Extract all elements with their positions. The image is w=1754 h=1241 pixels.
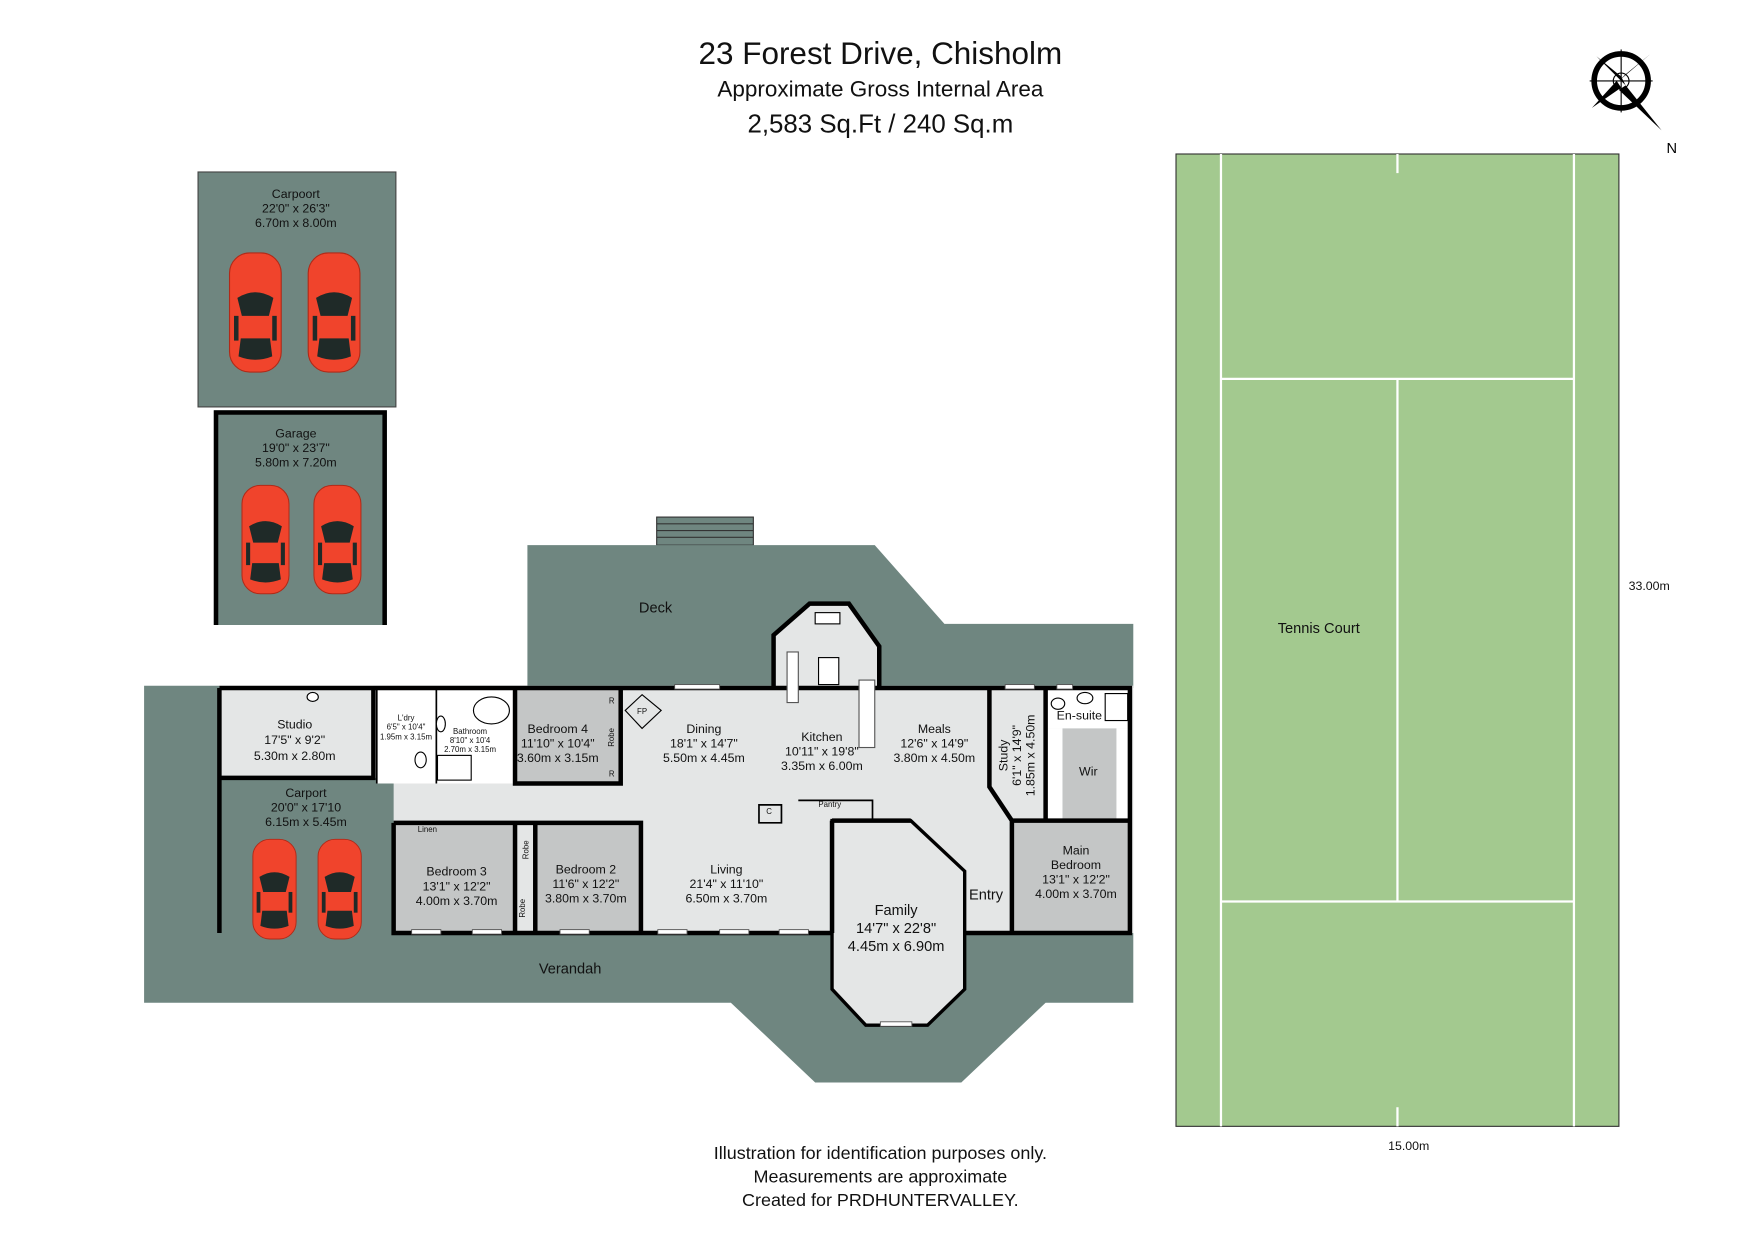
page-title: 23 Forest Drive, Chisholm [698,36,1062,71]
bedroom-2-imperial: 11'6" x 12'2" [552,877,619,891]
robe-r-label-top: R [609,697,615,706]
entry-label: Entry [969,887,1004,903]
bedroom-3-robe-label: Robe [518,898,527,917]
family-metric: 4.45m x 6.90m [848,939,945,955]
main-bedroom-name: Main [1063,843,1090,857]
tennis-court-width: 15.00m [1388,1139,1429,1153]
dining-imperial: 18'1" x 14'7" [670,737,738,751]
bathroom-metric: 2.70m x 3.15m [444,745,496,754]
footer-credit: Created for PRDHUNTERVALLEY. [742,1190,1019,1210]
pantry-label: Pantry [818,800,841,809]
main-bedroom-imperial: 13'1" x 12'2" [1042,873,1110,887]
cupboard-label: C [766,807,772,816]
footer-measurements: Measurements are approximate [754,1167,1008,1187]
meals-imperial: 12'6" x 14'9" [900,737,968,751]
wir-label: Wir [1079,765,1098,779]
tennis-court-lines [1219,154,1576,1127]
studio-name: Studio [277,717,312,731]
car-icon [317,838,362,940]
robe-r-label-bottom: R [609,770,615,779]
windows [411,684,1074,1027]
bedroom-4 [517,687,621,784]
car-icon [241,484,290,595]
carport-top-imperial: 22'0" x 26'3" [262,201,330,215]
ensuite-label: En-suite [1057,708,1102,722]
bedroom-3-name: Bedroom 3 [426,865,487,879]
bedroom-3-imperial: 13'1" x 12'2" [423,879,491,893]
bedroom-4-robe-label: Robe [607,727,616,746]
bedroom-2-name: Bedroom 2 [556,862,617,876]
bedroom-3-metric: 4.00m x 3.70m [416,894,498,908]
kitchen-metric: 3.35m x 6.00m [781,759,863,773]
garage-imperial: 19'0" x 23'7" [262,441,330,455]
laundry-imperial: 6'5" x 10'4" [387,723,426,732]
carport-top-metric: 6.70m x 8.00m [255,216,337,230]
carport [219,777,394,933]
carport-metric: 6.15m x 5.45m [265,815,347,829]
bedroom-2 [535,822,641,933]
study-imperial: 6'1" x 14'9" [1010,725,1024,786]
carport-name: Carport [285,786,327,800]
family [830,818,967,1027]
bedroom-2-robe-label: Robe [522,840,531,859]
studio-metric: 5.30m x 2.80m [254,749,336,763]
verandah-label: Verandah [539,961,602,977]
tennis-court-label: Tennis Court [1278,621,1360,637]
bedroom-3 [395,822,516,933]
living-imperial: 21'4" x 11'10" [689,877,763,891]
page-subtitle: Approximate Gross Internal Area [717,77,1043,102]
kitchen-imperial: 10'11" x 19'8" [785,744,859,758]
studio-imperial: 17'5" x 9'2" [264,733,325,747]
living-name: Living [710,862,742,876]
bathroom-imperial: 8'10" x 10'4 [450,736,491,745]
garage-name: Garage [275,426,316,440]
meals-name: Meals [918,722,951,736]
car-icon [313,484,362,595]
main-bedroom-name-2: Bedroom [1051,858,1101,872]
footer-disclaimer: Illustration for identification purposes… [714,1143,1047,1163]
carport-top-name: Carpoort [272,187,321,201]
bedroom-4-metric: 3.60m x 3.15m [517,751,599,765]
fixtures [306,612,1129,781]
laundry-name: L'dry [398,714,415,723]
study-metric: 1.85m x 4.50m [1023,715,1037,797]
bedroom-4-name: Bedroom 4 [528,722,589,736]
study-name: Study [996,739,1010,771]
linen-label: Linen [418,825,437,834]
bedroom-4-imperial: 11'10" x 10'4" [521,737,595,751]
family-imperial: 14'7" x 22'8" [856,921,936,937]
fireplace-label: FP [637,707,647,716]
garage-metric: 5.80m x 7.20m [255,455,337,469]
dining-metric: 5.50m x 4.45m [663,751,745,765]
dining-name: Dining [686,722,721,736]
bedroom-2-metric: 3.80m x 3.70m [545,892,627,906]
meals-metric: 3.80m x 4.50m [893,751,975,765]
carport-imperial: 20'0" x 17'10 [271,801,341,815]
bathroom-name: Bathroom [453,727,488,736]
walk-in-robe [1062,728,1117,821]
car-icon [252,838,297,940]
gross-area: 2,583 Sq.Ft / 240 Sq.m [747,111,1013,139]
main-bedroom-metric: 4.00m x 3.70m [1035,887,1117,901]
compass-north-label: N [1666,141,1677,157]
laundry-metric: 1.95m x 3.15m [380,733,432,742]
deck-label: Deck [639,601,673,617]
compass-icon [1589,49,1662,131]
living-metric: 6.50m x 3.70m [685,892,767,906]
car-icon [228,252,282,373]
car-icon [307,252,361,373]
main-bedroom [1011,820,1130,933]
studio [219,687,374,778]
kitchen-name: Kitchen [801,730,842,744]
kitchen-bay [773,603,880,688]
family-name: Family [875,903,919,919]
tennis-court-length: 33.00m [1629,579,1670,593]
